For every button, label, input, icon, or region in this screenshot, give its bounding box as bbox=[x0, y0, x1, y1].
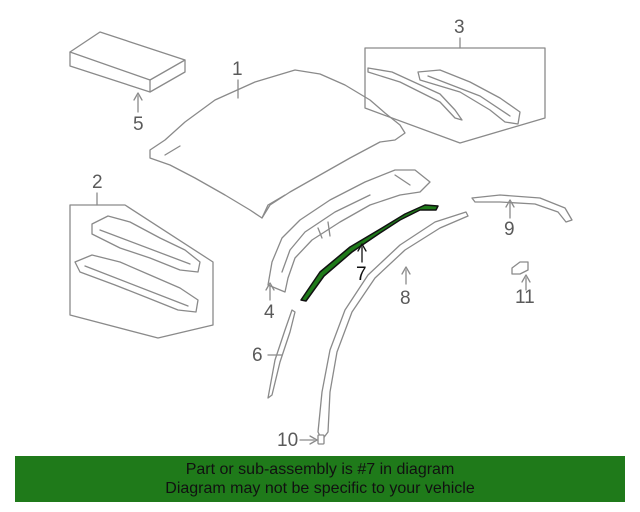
part-5-panel[interactable] bbox=[69, 31, 186, 93]
callout-5: 5 bbox=[133, 114, 144, 135]
parts-diagram bbox=[69, 31, 573, 445]
part-8-molding[interactable] bbox=[317, 211, 469, 441]
callout-1: 1 bbox=[232, 59, 243, 80]
part-10-clip[interactable] bbox=[317, 434, 325, 445]
arrow-11 bbox=[521, 274, 531, 283]
part-3-group bbox=[364, 47, 546, 144]
arrow-10 bbox=[309, 435, 318, 445]
banner-line-1: Part or sub-assembly is #7 in diagram bbox=[185, 461, 455, 478]
callout-2: 2 bbox=[92, 172, 103, 193]
info-banner: Part or sub-assembly is #7 in diagram Di… bbox=[15, 456, 625, 502]
part-9-molding[interactable] bbox=[471, 194, 573, 223]
part-2-group bbox=[69, 204, 214, 339]
callout-4: 4 bbox=[264, 302, 275, 323]
arrow-4 bbox=[265, 282, 275, 291]
callout-3: 3 bbox=[454, 17, 465, 38]
part-7-weatherstrip[interactable] bbox=[300, 204, 439, 302]
arrow-8 bbox=[401, 266, 411, 275]
arrow-7 bbox=[357, 243, 367, 252]
callout-8: 8 bbox=[400, 288, 411, 309]
callout-10: 10 bbox=[277, 430, 299, 451]
part-4-rail[interactable] bbox=[267, 169, 431, 293]
banner-line-2: Diagram may not be specific to your vehi… bbox=[165, 480, 475, 497]
callout-7: 7 bbox=[356, 264, 367, 285]
part-1-roof-panel[interactable] bbox=[149, 69, 406, 219]
callout-6: 6 bbox=[252, 345, 263, 366]
callout-9: 9 bbox=[504, 219, 515, 240]
arrow-5 bbox=[133, 92, 143, 101]
callout-11: 11 bbox=[515, 287, 535, 308]
arrow-9 bbox=[505, 199, 515, 208]
part-11-clip[interactable] bbox=[511, 261, 529, 275]
part-6-strip[interactable] bbox=[267, 309, 296, 399]
